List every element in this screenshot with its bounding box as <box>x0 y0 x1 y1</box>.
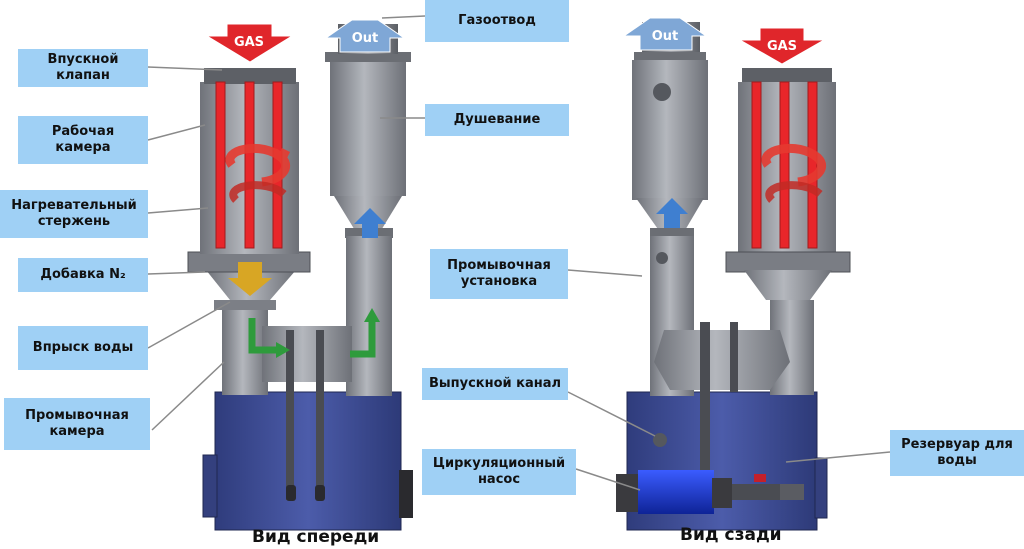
front-up-arrow <box>354 208 386 238</box>
label-showering: Душевание <box>425 104 569 136</box>
circulation-pump-body <box>638 470 714 514</box>
front-heating-rod <box>272 81 283 249</box>
front-swirl-arrow <box>225 143 291 187</box>
label-water-tank: Резервуар для воды <box>890 430 1024 476</box>
label-working-chamber: Рабочая камера <box>18 116 148 164</box>
rear-gas-arrow-text: GAS <box>767 39 797 54</box>
front-view-unit <box>187 24 413 531</box>
label-n2-addition: Добавка N₂ <box>18 258 148 292</box>
n2-arrow <box>228 262 272 296</box>
front-heating-rod <box>244 81 255 249</box>
rear-view-unit <box>616 22 851 531</box>
label-gas-outlet: Газоотвод <box>425 0 569 42</box>
front-heating-rod <box>215 81 226 249</box>
front-shower-tower <box>330 56 406 196</box>
rear-heating-rod <box>807 81 818 249</box>
rear-out-arrow-text: Out <box>652 29 679 44</box>
label-circulation-pump: Циркуляционный насос <box>422 449 576 495</box>
label-washing-chamber: Промывочная камера <box>4 398 150 450</box>
label-washing-unit: Промывочная установка <box>430 249 568 299</box>
label-outlet-channel: Выпускной канал <box>422 368 568 400</box>
front-gas-arrow: GAS <box>205 23 294 63</box>
rear-swirl-arrow <box>761 143 827 187</box>
front-water-arrow-right <box>350 318 376 358</box>
caption-front-view: Вид спереди <box>252 527 380 547</box>
front-gas-arrow-text: GAS <box>234 35 264 50</box>
rear-gas-arrow: GAS <box>738 27 826 65</box>
label-inlet-valve: Впускной клапан <box>18 49 148 87</box>
leader-lines <box>147 15 891 491</box>
label-heating-rod: Нагревательный стержень <box>0 190 148 238</box>
rear-connector <box>654 330 790 390</box>
front-connector-pipe <box>262 326 352 382</box>
label-water-injection: Впрыск воды <box>18 326 148 370</box>
rear-washing-unit <box>632 60 708 200</box>
front-water-arrow-left <box>248 318 280 354</box>
front-out-arrow-text: Out <box>352 31 379 46</box>
rear-up-arrow <box>656 198 688 228</box>
rear-out-arrow: Out <box>622 17 708 51</box>
front-out-arrow: Out <box>324 19 406 53</box>
front-water-tank <box>214 391 402 531</box>
caption-rear-view: Вид сзади <box>680 525 782 545</box>
rear-heating-rod <box>751 81 762 249</box>
rear-heating-rod <box>779 81 790 249</box>
